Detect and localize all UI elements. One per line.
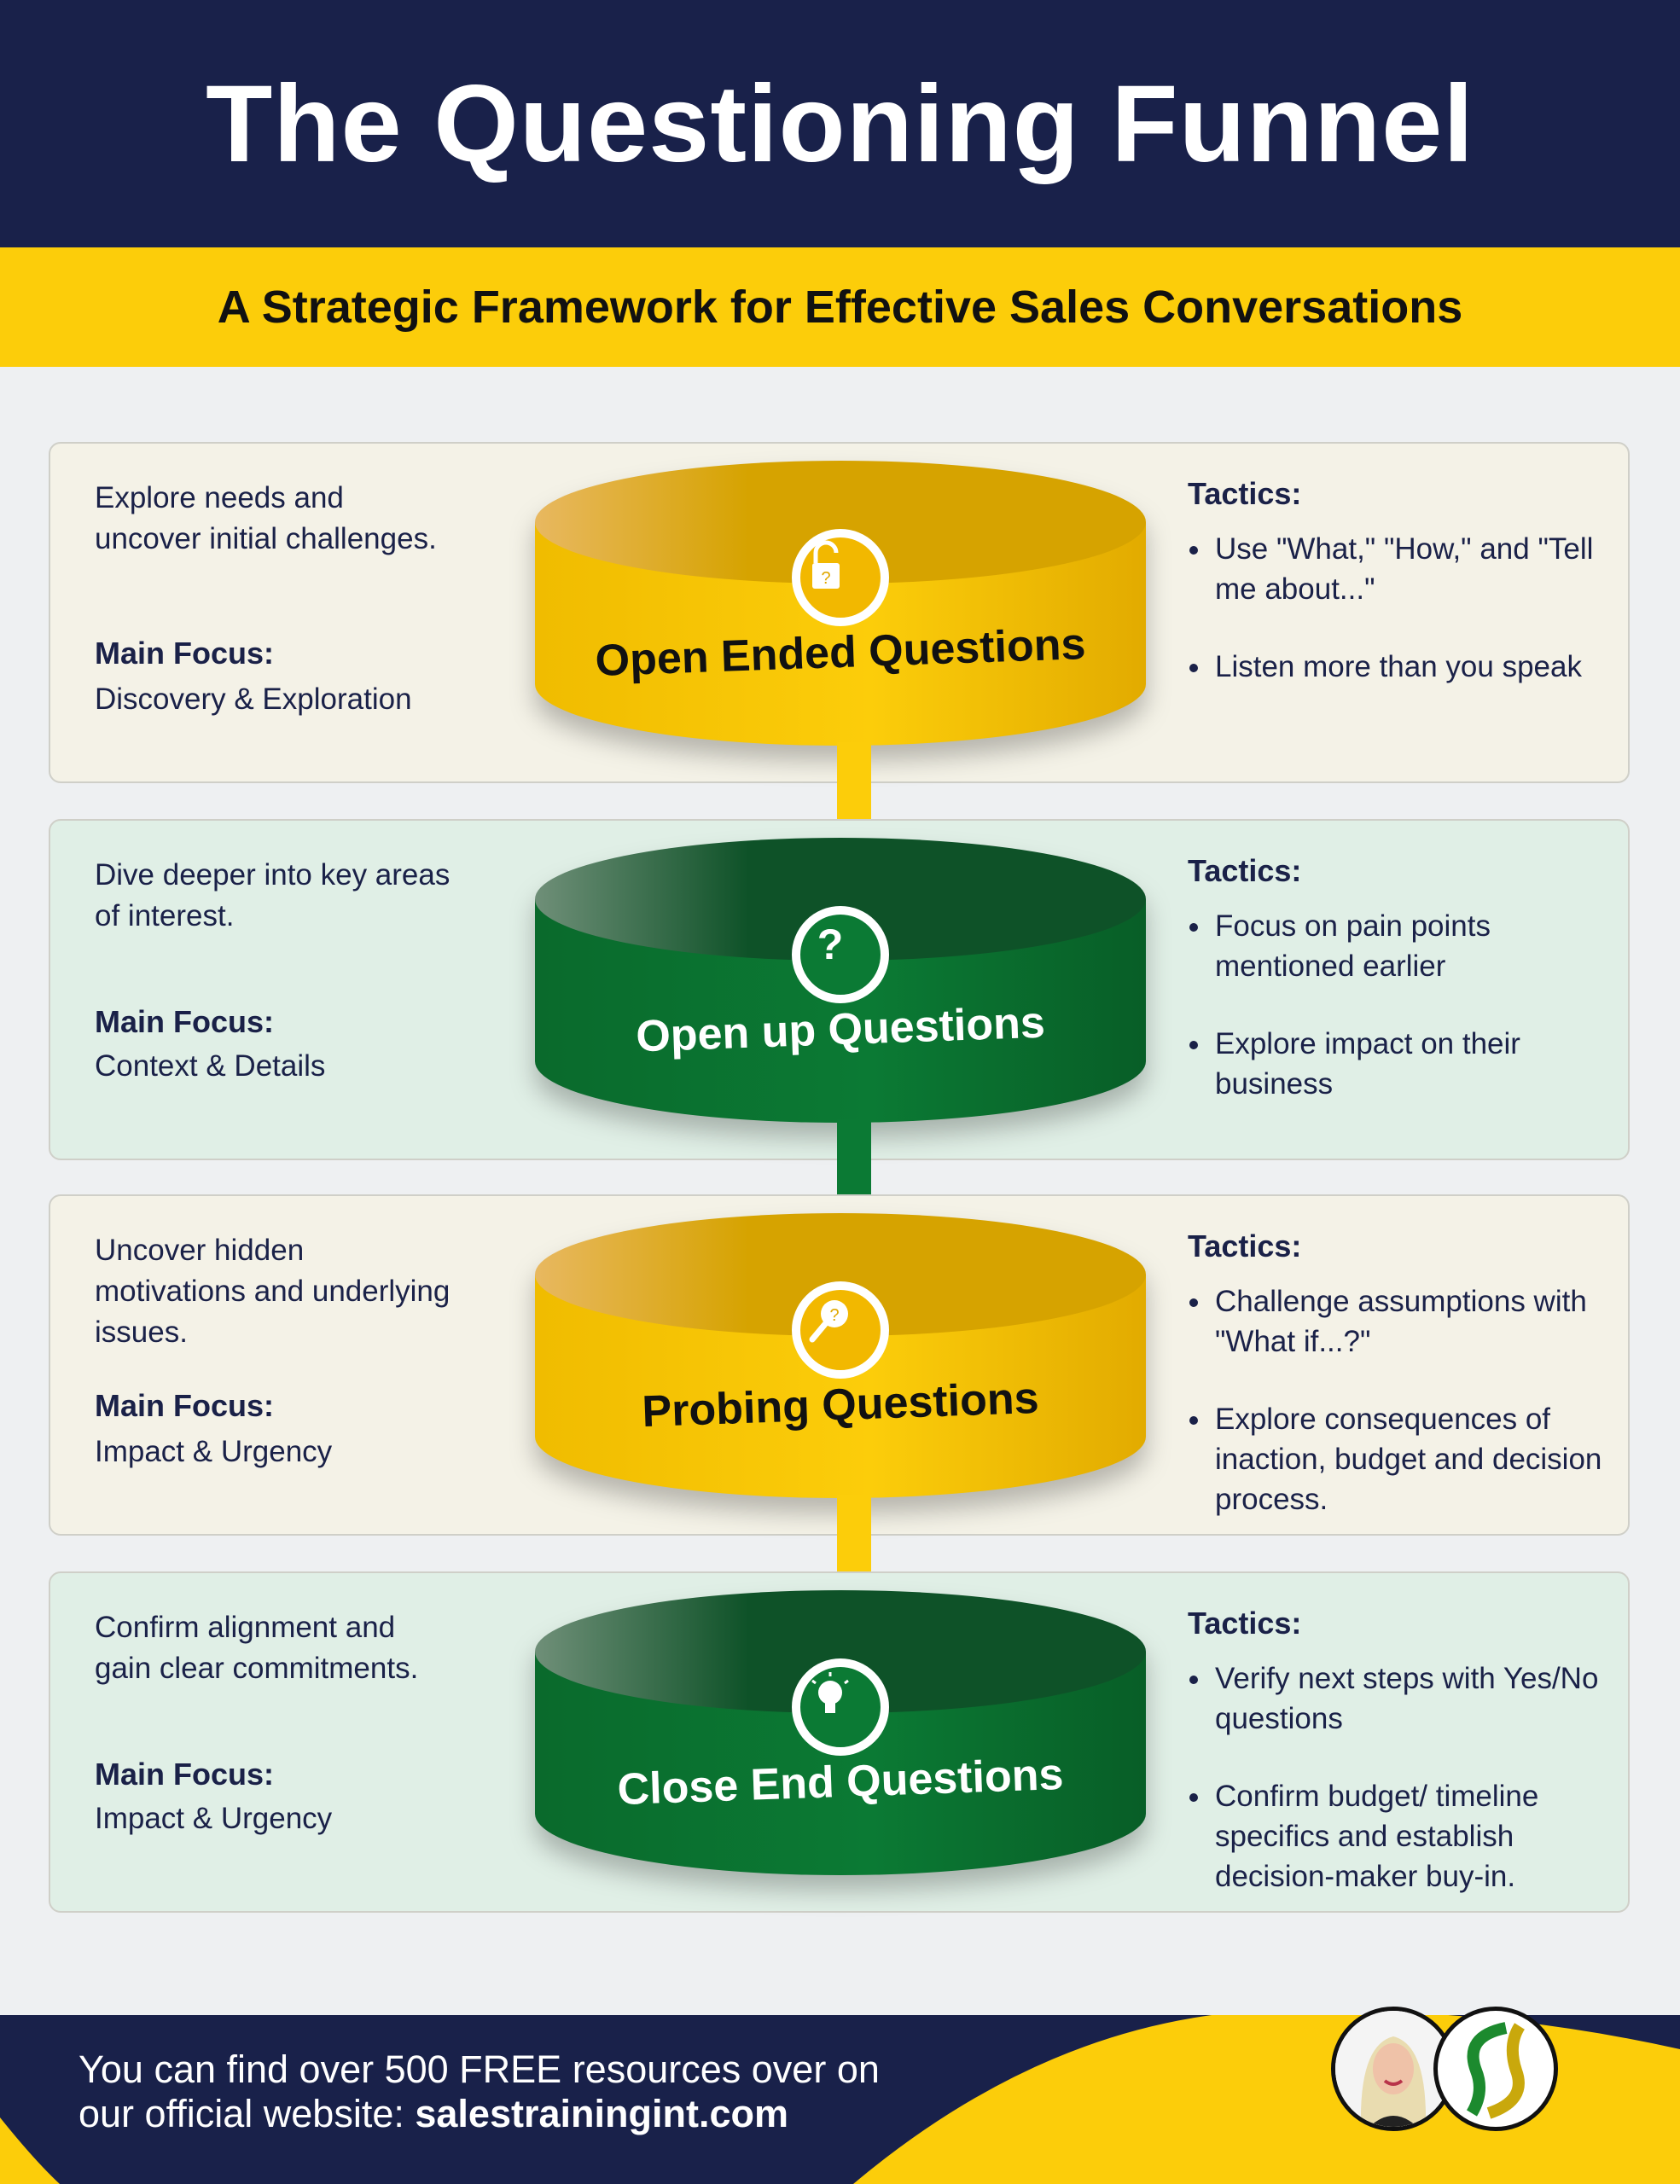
tactic-item: Explore impact on their business [1188, 1024, 1606, 1104]
cylinder-shape [535, 1213, 1146, 1498]
company-logo [1433, 2007, 1558, 2131]
main-focus-value: Impact & Urgency [95, 1802, 333, 1835]
tactic-item: Focus on pain points mentioned earlier [1188, 906, 1606, 986]
page-title: The Questioning Funnel [206, 62, 1474, 185]
tactic-item: Confirm budget/ timeline specifics and e… [1188, 1776, 1606, 1896]
stage-description: Confirm alignment and gain clear commitm… [95, 1611, 419, 1685]
page-subtitle: A Strategic Framework for Effective Sale… [217, 282, 1463, 333]
main-focus-value: Context & Details [95, 1049, 326, 1083]
main-focus-value: Discovery & Exploration [95, 682, 412, 716]
tactics-label: Tactics: [1188, 1606, 1302, 1641]
tactic-item: Verify next steps with Yes/No questions [1188, 1658, 1606, 1739]
main-focus-label: Main Focus: [95, 636, 275, 671]
svg-text:?: ? [821, 569, 830, 588]
cylinder-shape [535, 461, 1146, 746]
lightbulb-icon [792, 1658, 889, 1756]
question-icon: ? [792, 906, 889, 1003]
tactics-list: Challenge assumptions with "What if...?"… [1188, 1281, 1606, 1557]
tactics-label: Tactics: [1188, 476, 1302, 511]
magnifier-icon: ? [792, 1281, 889, 1379]
main-focus-label: Main Focus: [95, 1757, 275, 1792]
subtitle-band: A Strategic Framework for Effective Sale… [0, 247, 1680, 367]
tactic-item: Explore consequences of inaction, budget… [1188, 1399, 1606, 1519]
presenter-avatar [1331, 2007, 1456, 2131]
funnel-stage-3: ? Probing Questions [535, 1213, 1146, 1499]
tactics-label: Tactics: [1188, 1228, 1302, 1263]
footer-line-2: our official website: salestrainingint.c… [78, 2092, 880, 2136]
stage-description: Explore needs and uncover initial challe… [95, 481, 437, 555]
tactic-item: Use "What," "How," and "Tell me about...… [1188, 529, 1606, 609]
footer-text: You can find over 500 FREE resources ove… [78, 2048, 880, 2136]
main-focus-label: Main Focus: [95, 1004, 275, 1039]
funnel-stage-4: Close End Questions [535, 1590, 1146, 1876]
funnel-stage-1: ? Open Ended Questions [535, 461, 1146, 746]
svg-text:?: ? [817, 921, 844, 968]
cylinder-shape [535, 1590, 1146, 1875]
footer-prefix: our official website: [78, 2092, 416, 2135]
main-focus-label: Main Focus: [95, 1388, 275, 1423]
unlock-icon: ? [792, 529, 889, 626]
funnel-stage-2: ? Open up Questions [535, 838, 1146, 1124]
cylinder-shape [535, 838, 1146, 1123]
main-focus-value: Impact & Urgency [95, 1435, 333, 1468]
svg-text:?: ? [829, 1306, 839, 1325]
tactics-list: Use "What," "How," and "Tell me about...… [1188, 529, 1606, 724]
header: The Questioning Funnel [0, 0, 1680, 247]
tactic-item: Listen more than you speak [1188, 647, 1606, 687]
tactics-label: Tactics: [1188, 853, 1302, 888]
stage-description: Uncover hidden motivations and underlyin… [95, 1234, 451, 1349]
tactic-item: Challenge assumptions with "What if...?" [1188, 1281, 1606, 1362]
footer-line-1: You can find over 500 FREE resources ove… [78, 2048, 880, 2091]
stage-description: Dive deeper into key areas of interest. [95, 858, 451, 932]
website-link[interactable]: salestrainingint.com [415, 2092, 788, 2135]
